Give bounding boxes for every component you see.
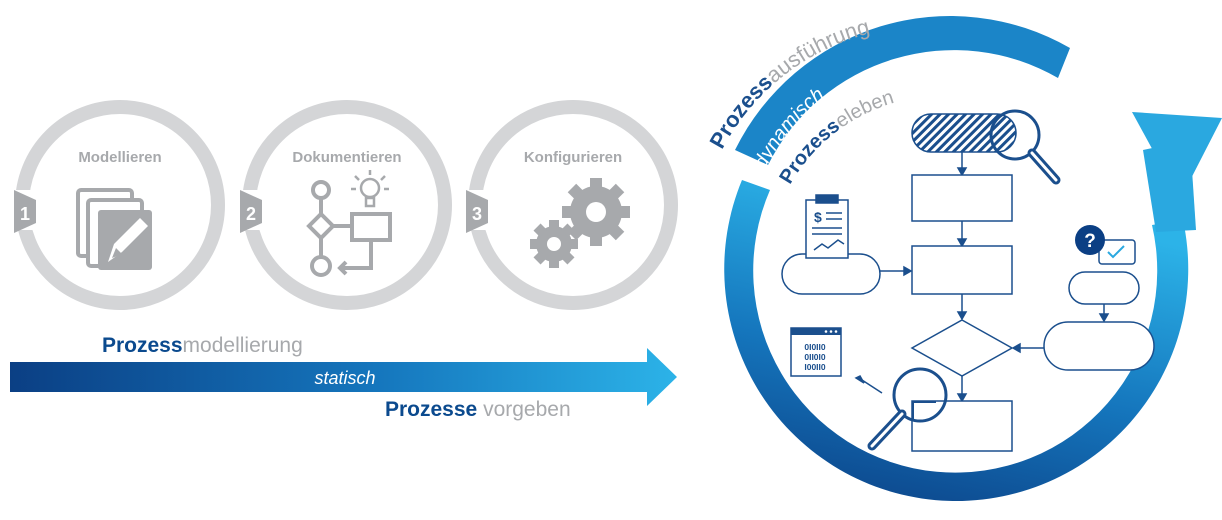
step-3-label: Konfigurieren [524,149,622,166]
svg-text:I00II0: I00II0 [804,362,826,372]
step-3-number: 3 [472,204,482,224]
step-2-ring [242,100,452,310]
static-arrow-text: statisch [314,368,375,388]
step-2-arrow-marker [240,190,262,233]
flowchart-left-terminal [781,253,881,295]
magnifier-icon-bottom [867,367,948,451]
flowchart-process-2 [911,245,1013,295]
step-1-number: 1 [20,204,30,224]
flowchart-right-terminal [1043,321,1155,371]
step-2-number: 2 [246,204,256,224]
clipboard-invoice-icon: $ [805,194,849,259]
svg-text:$: $ [814,209,822,225]
svg-text:0II0I0: 0II0I0 [804,352,826,362]
flowchart-right-terminal-small [1068,271,1140,305]
dynamic-ring-top-band [735,16,1070,165]
step-1-modellieren: 1 Modellieren [10,100,225,310]
svg-text:0I0II0: 0I0II0 [804,342,826,352]
step-2-dokumentieren: 2 Dokumentieren [236,100,452,310]
binary-code-window-icon: 0I0II0 0II0I0 I00II0 [790,327,842,377]
static-phase-subtitle: Prozesse vorgeben [385,398,571,421]
flowchart-idea-icon [306,180,392,277]
flowchart-decision [910,319,1014,377]
lightbulb-icon [351,170,389,208]
static-phase-title: Prozessmodellierung [102,334,303,357]
flowchart-start-terminal [911,113,1017,153]
static-arrow [10,348,677,406]
svg-text:?: ? [1084,231,1096,252]
step-2-label: Dokumentieren [292,149,401,166]
documents-pen-icon [76,188,152,270]
step-1-arrow-marker [14,190,36,233]
step-3-arrow-marker [466,190,488,233]
step-3-konfigurieren: 3 Konfigurieren [462,100,678,310]
gears-icon [530,178,630,268]
dynamic-ring-arrow-stem [1143,140,1196,232]
magnifier-icon-top [989,109,1061,185]
flowchart-process-1 [911,174,1013,222]
question-chat-icon: ? [1075,225,1136,265]
flowchart [781,113,1155,452]
step-1-label: Modellieren [78,149,161,166]
flowchart-process-3 [911,400,1013,452]
